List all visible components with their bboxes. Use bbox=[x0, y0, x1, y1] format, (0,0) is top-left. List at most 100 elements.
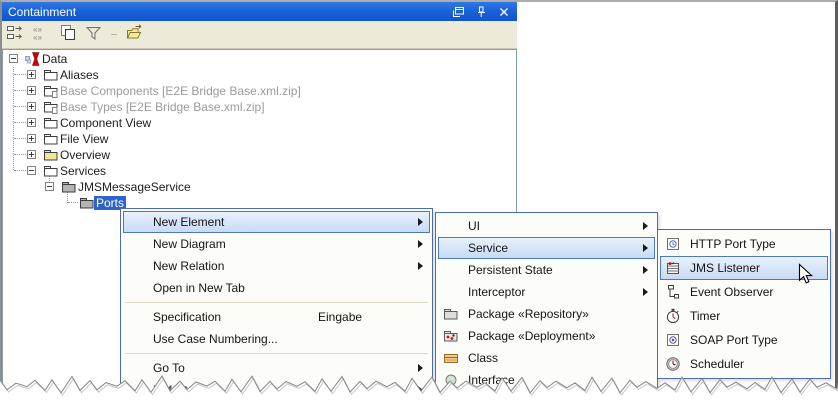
tree-item-base-components[interactable]: Base Components [E2E Bridge Base.xml.zip… bbox=[3, 83, 516, 99]
tree-guide-line bbox=[13, 67, 14, 170]
menu-item-persistent-state[interactable]: Persistent State bbox=[438, 259, 655, 281]
float-window-icon bbox=[451, 6, 465, 23]
tree-item-data[interactable]: Data bbox=[3, 51, 516, 67]
menu-item-go-to[interactable]: Go To bbox=[123, 357, 430, 379]
tree-item-services[interactable]: Services bbox=[3, 163, 516, 179]
float-button[interactable] bbox=[451, 5, 465, 19]
tree-guide-line bbox=[67, 192, 68, 203]
menu-item-label: Persistent State bbox=[468, 263, 553, 277]
collapse-toggle-icon[interactable] bbox=[27, 166, 36, 175]
menu-item-label: Go To bbox=[153, 361, 185, 375]
menu-item-label: HTTP Port Type bbox=[690, 237, 776, 251]
submenu-arrow-icon bbox=[643, 244, 648, 252]
tree-item-base-types[interactable]: Base Types [E2E Bridge Base.xml.zip] bbox=[3, 99, 516, 115]
tree-structure-button[interactable] bbox=[6, 25, 25, 44]
tree-item-label: JMSMessageService bbox=[78, 180, 191, 194]
menu-item-soap-port-type[interactable]: SOAP Port Type bbox=[660, 328, 828, 352]
tree-item-aliases[interactable]: Aliases bbox=[3, 67, 516, 83]
tree-item-component-view[interactable]: Component View bbox=[3, 115, 516, 131]
expand-toggle-icon[interactable] bbox=[27, 70, 36, 79]
menu-item-label: Timer bbox=[690, 309, 721, 323]
menu-item-timer[interactable]: Timer bbox=[660, 304, 828, 328]
menu-item-label: Service bbox=[468, 241, 509, 255]
tree-item-overview[interactable]: Overview bbox=[3, 147, 516, 163]
torn-edge-decoration bbox=[0, 375, 838, 409]
menu-item-label: Package «Repository» bbox=[468, 307, 589, 321]
menu-item-package-deployment[interactable]: Package «Deployment» bbox=[438, 325, 655, 347]
collapse-toggle-icon[interactable] bbox=[9, 54, 18, 63]
expand-toggle-icon[interactable] bbox=[27, 118, 36, 127]
http-port-type-icon bbox=[665, 236, 681, 252]
menu-item-label: New Relation bbox=[153, 259, 225, 273]
tree-connector bbox=[14, 122, 26, 123]
submenu-arrow-icon bbox=[418, 262, 423, 270]
copy-structure-button[interactable] bbox=[58, 24, 77, 44]
package-deployment-icon bbox=[443, 328, 459, 344]
menu-separator bbox=[125, 300, 428, 305]
expand-toggle-icon[interactable] bbox=[27, 102, 36, 111]
model-icon bbox=[25, 51, 41, 67]
menu-item-label: New Diagram bbox=[153, 237, 226, 251]
submenu-arrow-icon bbox=[418, 218, 423, 226]
menu-item-scheduler[interactable]: Scheduler bbox=[660, 352, 828, 376]
folder-yellow-icon bbox=[43, 147, 59, 163]
tree-item-label: Aliases bbox=[60, 68, 99, 82]
folder-icon bbox=[43, 115, 59, 131]
tree-item-label: File View bbox=[60, 132, 109, 146]
expand-toggle-icon[interactable] bbox=[27, 134, 36, 143]
panel-titlebar[interactable]: Containment bbox=[2, 2, 517, 21]
menu-item-open-in-new-tab[interactable]: Open in New Tab bbox=[123, 277, 430, 299]
menu-item-label: New Element bbox=[153, 215, 225, 229]
open-in-new-project-button[interactable] bbox=[125, 23, 144, 44]
menu-item-class[interactable]: Class bbox=[438, 347, 655, 369]
tree-item-label: Base Components [E2E Bridge Base.xml.zip… bbox=[60, 84, 301, 98]
menu-item-label: Package «Deployment» bbox=[468, 329, 596, 343]
tree-structure-icon bbox=[6, 23, 25, 47]
scheduler-icon bbox=[665, 356, 681, 372]
menu-item-http-port-type[interactable]: HTTP Port Type bbox=[660, 232, 828, 256]
tree-item-label: Data bbox=[42, 52, 68, 66]
timer-icon bbox=[665, 308, 681, 324]
close-button[interactable] bbox=[497, 5, 511, 19]
menu-item-new-relation[interactable]: New Relation bbox=[123, 255, 430, 277]
menu-item-new-diagram[interactable]: New Diagram bbox=[123, 233, 430, 255]
filter-button[interactable] bbox=[84, 25, 103, 44]
menu-item-new-element[interactable]: New Element bbox=[123, 211, 430, 233]
menu-item-ui[interactable]: UI bbox=[438, 215, 655, 237]
expand-toggle-icon[interactable] bbox=[27, 86, 36, 95]
mouse-cursor-icon bbox=[798, 263, 814, 284]
tree-item-file-view[interactable]: File View bbox=[3, 131, 516, 147]
tree-item-label: Component View bbox=[60, 116, 152, 130]
soap-port-type-icon bbox=[665, 332, 681, 348]
menu-item-label: Class bbox=[468, 351, 499, 365]
menu-item-label: Event Observer bbox=[690, 285, 774, 299]
submenu-arrow-icon bbox=[643, 222, 648, 230]
svg-text:«»: «» bbox=[33, 25, 42, 34]
collapse-toggle-icon[interactable] bbox=[45, 182, 54, 191]
menu-item-label: SOAP Port Type bbox=[690, 333, 778, 347]
tree-connector bbox=[14, 138, 26, 139]
menu-item-label: Scheduler bbox=[690, 357, 745, 371]
tree-item-ports[interactable]: Ports bbox=[3, 195, 516, 211]
menu-item-label: UI bbox=[468, 219, 480, 233]
menu-item-package-repository[interactable]: Package «Repository» bbox=[438, 303, 655, 325]
tree-item-label: Overview bbox=[60, 148, 111, 162]
menu-item-use-case-numbering[interactable]: Use Case Numbering... bbox=[123, 328, 430, 350]
menu-item-interceptor[interactable]: Interceptor bbox=[438, 281, 655, 303]
class-icon bbox=[443, 350, 459, 366]
pin-icon bbox=[474, 6, 488, 23]
tree-guide-line bbox=[49, 176, 50, 183]
submenu-arrow-icon bbox=[643, 288, 648, 296]
toolbar-separator bbox=[111, 34, 117, 35]
menu-item-service[interactable]: Service bbox=[438, 237, 655, 259]
menu-item-event-observer[interactable]: Event Observer bbox=[660, 280, 828, 304]
pin-button[interactable] bbox=[474, 5, 488, 19]
expand-toggle-icon[interactable] bbox=[27, 150, 36, 159]
stereotype-markers-button[interactable]: «»«» bbox=[32, 25, 51, 44]
tree-item-jmsmessageservice[interactable]: JMSMessageService bbox=[3, 179, 516, 195]
